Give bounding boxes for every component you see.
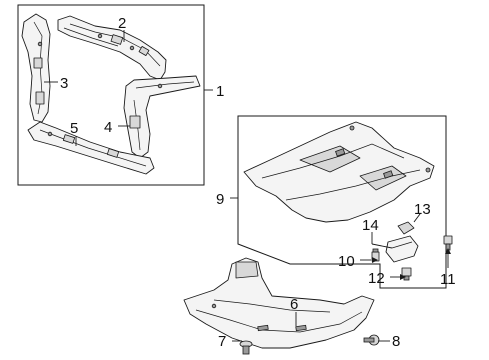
callout-6: 6 xyxy=(290,296,298,313)
part-small-bracket xyxy=(385,235,419,263)
callout-8: 8 xyxy=(392,333,400,350)
callout-13: 13 xyxy=(414,201,431,218)
part-right-side-bracket xyxy=(123,75,201,159)
part-lower-splash-shield xyxy=(183,257,375,349)
part-bolt-12 xyxy=(401,267,412,281)
callout-12: 12 xyxy=(368,270,385,287)
callout-2: 2 xyxy=(118,15,126,32)
part-left-side-bracket xyxy=(21,13,51,123)
callout-labels: 1 2 3 4 5 6 7 8 9 10 11 12 13 14 xyxy=(60,15,456,350)
leader-lines xyxy=(44,30,451,342)
callout-5: 5 xyxy=(70,120,78,137)
callout-14: 14 xyxy=(362,217,379,234)
callout-11: 11 xyxy=(440,271,456,288)
callout-3: 3 xyxy=(60,75,68,92)
callout-9: 9 xyxy=(216,191,224,208)
part-clip xyxy=(397,221,415,235)
part-bolt-11 xyxy=(443,235,453,251)
callout-7: 7 xyxy=(218,333,226,350)
assembly-box-radiator-support xyxy=(17,4,205,186)
part-push-clip-7 xyxy=(239,340,253,355)
callout-1: 1 xyxy=(216,83,224,100)
assembly-box-undercover xyxy=(237,115,447,289)
part-lower-crossmember xyxy=(27,121,155,175)
callout-10: 10 xyxy=(338,253,355,270)
part-screw-8 xyxy=(363,334,380,346)
part-upper-tie-bar xyxy=(57,15,167,81)
part-engine-undercover xyxy=(243,121,435,223)
callout-4: 4 xyxy=(104,119,112,136)
part-bolt-10 xyxy=(371,248,380,262)
